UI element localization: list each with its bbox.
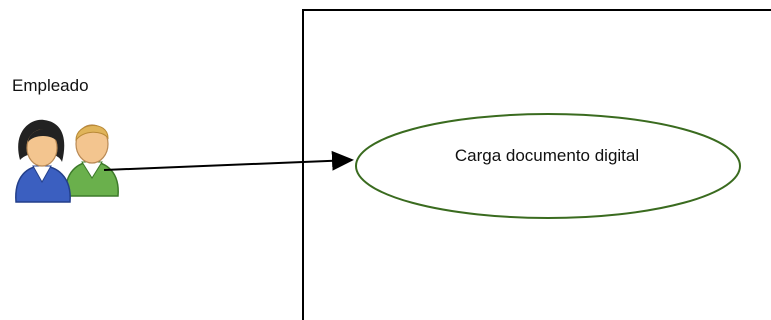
actor-label: Empleado: [12, 76, 89, 95]
use-case-label: Carga documento digital: [454, 146, 640, 165]
users-icon: [15, 119, 119, 203]
system-boundary: [302, 9, 771, 320]
association-arrow: [103, 150, 354, 171]
use-case-ellipse[interactable]: [355, 113, 741, 219]
